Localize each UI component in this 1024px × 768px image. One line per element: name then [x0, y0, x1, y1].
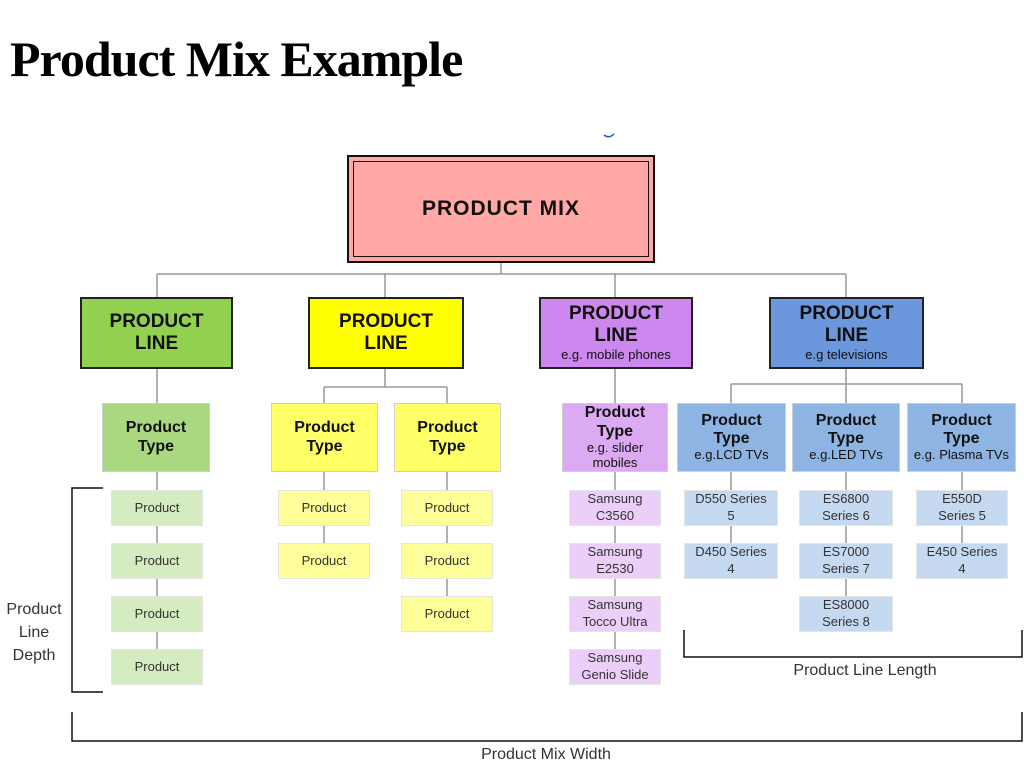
product-type-example: e.g. slider mobiles — [586, 439, 644, 470]
product-type-label: Product Type — [294, 419, 355, 455]
product-item: Product — [401, 596, 493, 632]
product-type-example: e.g. Plasma TVs — [913, 447, 1010, 463]
product-type-3: Product Type — [394, 403, 501, 472]
product-item: Product — [401, 543, 493, 579]
product-line-3: PRODUCT LINE e.g. mobile phones — [539, 297, 693, 369]
product-line-label: PRODUCT LINE — [109, 311, 204, 354]
product-line-2: PRODUCT LINE — [308, 297, 464, 369]
product-line-label: PRODUCT LINE — [339, 311, 433, 354]
product-item: Product — [111, 490, 203, 526]
brackets — [71, 487, 1023, 742]
product-type-label: Product Type — [815, 411, 877, 448]
product-line-length-label: Product Line Length — [793, 662, 937, 679]
product-item: Product — [111, 649, 203, 685]
product-line-label: PRODUCT LINE — [799, 302, 894, 346]
depth-bracket — [71, 487, 103, 693]
product-line-depth-label: Product Line Depth — [6, 601, 62, 665]
product-item: ES6800 Series 6 — [799, 490, 893, 526]
product-type-label: Product Type — [417, 419, 478, 455]
product-type-label: Product Type — [701, 411, 762, 448]
product-type-label: Product Type — [931, 411, 992, 448]
product-item: Product — [278, 543, 370, 579]
product-type-label: Product Type — [584, 404, 646, 440]
product-item: Samsung E2530 — [569, 543, 661, 579]
product-item: Product — [111, 543, 203, 579]
product-type-5: Product Type e.g.LCD TVs — [677, 403, 786, 472]
product-mix-label: PRODUCT MIX — [422, 196, 580, 220]
product-type-4: Product Type e.g. slider mobiles — [562, 403, 668, 472]
product-item: D450 Series 4 — [684, 543, 778, 579]
page-title: Product Mix Example — [10, 31, 463, 87]
width-bracket — [71, 712, 1023, 742]
product-type-example: e.g.LCD TVs — [694, 447, 769, 463]
product-item: Samsung Tocco Ultra — [569, 596, 661, 632]
product-line-example: e.g televisions — [805, 347, 888, 363]
product-line-4: PRODUCT LINE e.g televisions — [769, 297, 924, 369]
product-item: Samsung Genio Slide — [569, 649, 661, 685]
product-mix-width-label: Product Mix Width — [481, 746, 611, 763]
product-item: Product — [401, 490, 493, 526]
product-item: Samsung C3560 — [569, 490, 661, 526]
product-line-label: PRODUCT LINE — [569, 302, 663, 346]
product-item: D550 Series 5 — [684, 490, 778, 526]
product-item: Product — [278, 490, 370, 526]
product-type-6: Product Type e.g.LED TVs — [792, 403, 900, 472]
product-type-2: Product Type — [271, 403, 378, 472]
product-item: E550D Series 5 — [916, 490, 1008, 526]
product-line-1: PRODUCT LINE — [80, 297, 233, 369]
product-item: ES7000 Series 7 — [799, 543, 893, 579]
product-mix-box: PRODUCT MIX — [347, 155, 655, 263]
product-type-example: e.g.LED TVs — [809, 447, 883, 463]
product-item: E450 Series 4 — [916, 543, 1008, 579]
length-bracket — [683, 630, 1023, 658]
product-item: Product — [111, 596, 203, 632]
product-item: ES8000 Series 8 — [799, 596, 893, 632]
product-type-label: Product Type — [125, 419, 187, 455]
product-type-7: Product Type e.g. Plasma TVs — [907, 403, 1016, 472]
product-type-1: Product Type — [102, 403, 210, 472]
product-line-example: e.g. mobile phones — [561, 347, 671, 363]
stray-mark — [603, 133, 615, 138]
